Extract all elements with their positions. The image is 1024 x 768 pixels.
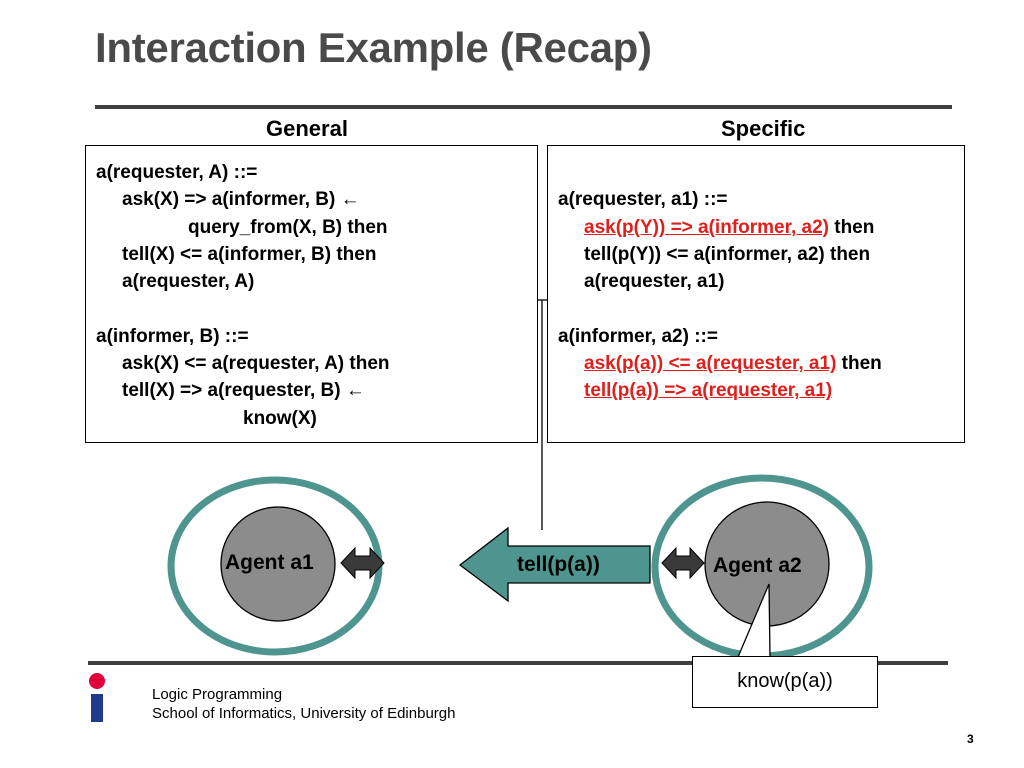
specific-code-line: ask(p(Y)) => a(informer, a2) then [584, 216, 875, 238]
message-label: tell(p(a)) [517, 553, 600, 576]
implies-arrow-icon: ← [345, 380, 365, 402]
general-heading: General [266, 116, 348, 141]
know-callout: know(p(a)) [692, 656, 878, 708]
implies-arrow-icon: ← [340, 189, 360, 211]
agent-a1-label: Agent a1 [225, 551, 314, 574]
double-arrow-a1-icon [340, 546, 385, 580]
specific-heading: Specific [721, 116, 806, 141]
highlighted-message: ask(p(Y)) => a(informer, a2) [584, 216, 829, 238]
highlighted-message: ask(p(a)) <= a(requester, a1) [584, 353, 837, 375]
slide-title: Interaction Example (Recap) [95, 24, 652, 71]
page-number: 3 [967, 732, 974, 746]
general-code-line: know(X) [243, 407, 317, 429]
general-code-line: a(requester, A) [122, 271, 255, 293]
specific-code-line: a(informer, a2) ::= [558, 325, 718, 347]
specific-code-line: tell(p(a)) => a(requester, a1) [558, 377, 882, 404]
footer-divider [88, 661, 948, 665]
general-protocol-box: a(requester, A) ::=ask(X) => a(informer,… [85, 145, 538, 443]
agent-a2-label: Agent a2 [713, 554, 802, 577]
agent-a1-circle [220, 506, 336, 622]
title-divider [95, 105, 952, 109]
general-code-line: tell(X) <= a(informer, B) then [122, 243, 377, 265]
general-code-line: query_from(X, B) then [188, 216, 388, 238]
university-logo-icon [89, 673, 105, 722]
double-arrow-a2-icon [661, 546, 705, 580]
general-code-line: a(informer, B) ::= [96, 325, 249, 347]
specific-code-line: ask(p(a)) <= a(requester, a1) then [584, 353, 882, 375]
general-code-line: ask(X) <= a(requester, A) then [122, 353, 390, 375]
footer-school: School of Informatics, University of Edi… [152, 705, 456, 722]
specific-code-line: a(requester, a1) ::= [558, 189, 728, 211]
footer-course: Logic Programming [152, 686, 283, 703]
general-code-line: a(requester, A) ::= [96, 162, 258, 183]
highlighted-message: tell(p(a)) => a(requester, a1) [584, 380, 833, 402]
general-code-line: tell(X) => a(requester, B) ← [122, 380, 365, 402]
general-code: a(requester, A) ::=ask(X) => a(informer,… [96, 159, 390, 432]
general-code-line: ask(X) => a(informer, B) ← [122, 189, 360, 211]
specific-code-line: tell(p(Y)) <= a(informer, a2) then [584, 243, 871, 265]
specific-code-line: a(requester, a1) [584, 271, 725, 293]
specific-protocol-box: a(requester, a1) ::=ask(p(Y)) => a(infor… [547, 145, 965, 443]
specific-code: a(requester, a1) ::=ask(p(Y)) => a(infor… [558, 159, 882, 405]
message-arrow-shape [458, 526, 651, 603]
